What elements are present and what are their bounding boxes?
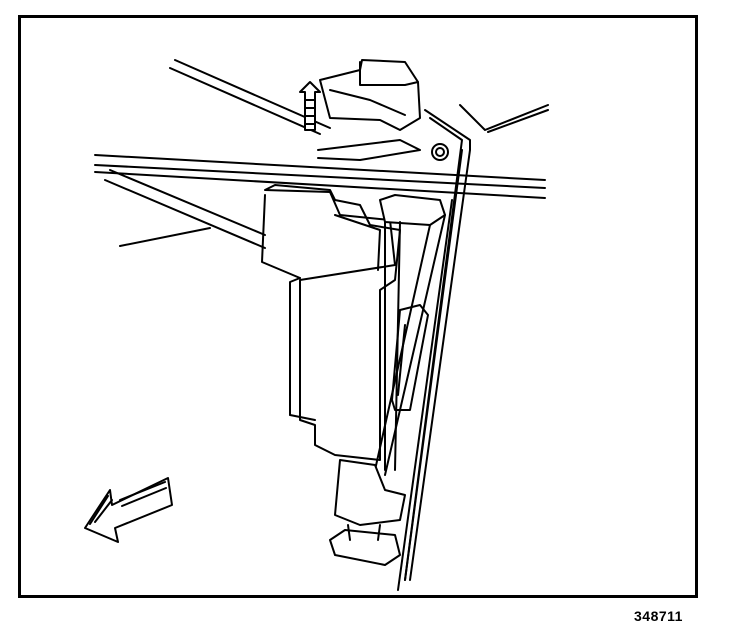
bracket-body (261, 184, 401, 461)
rod (94, 154, 546, 199)
arrow-up-icon (299, 81, 321, 131)
slide-channel (374, 194, 446, 476)
mounting-pillar (397, 109, 471, 591)
track (104, 169, 266, 249)
bottom-foot (329, 459, 406, 566)
top-clip (317, 59, 449, 161)
arrow-down-left-icon (84, 477, 173, 543)
figure-number: 348711 (634, 608, 683, 624)
